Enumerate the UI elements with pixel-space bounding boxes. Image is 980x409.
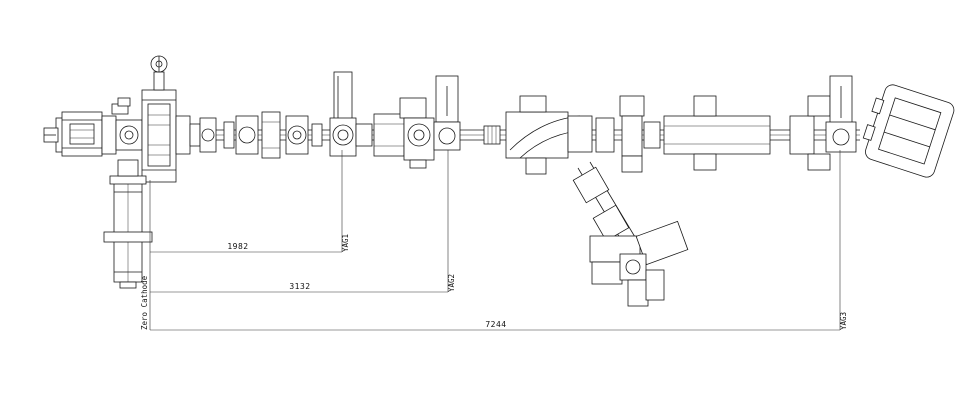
label-yag1: YAG1 xyxy=(341,234,350,252)
beam-dump xyxy=(862,84,955,178)
load-lock-column xyxy=(103,159,153,289)
dimension-yag3: 7244 xyxy=(485,320,506,329)
label-yag3: YAG3 xyxy=(839,312,848,330)
spectrometer-branch xyxy=(572,161,689,307)
label-yag2: YAG2 xyxy=(447,274,456,292)
dimension-lines xyxy=(149,150,841,331)
gun-solenoid-stack xyxy=(141,55,201,183)
dipole-magnet xyxy=(505,95,593,175)
label-zero-cathode: Zero Cathode xyxy=(140,275,149,330)
dimension-yag1: 1982 xyxy=(227,242,248,251)
dimension-yag2: 3132 xyxy=(289,282,310,291)
beamline-elements xyxy=(199,71,501,169)
downstream-elements xyxy=(595,75,857,173)
electron-gun xyxy=(43,97,143,157)
